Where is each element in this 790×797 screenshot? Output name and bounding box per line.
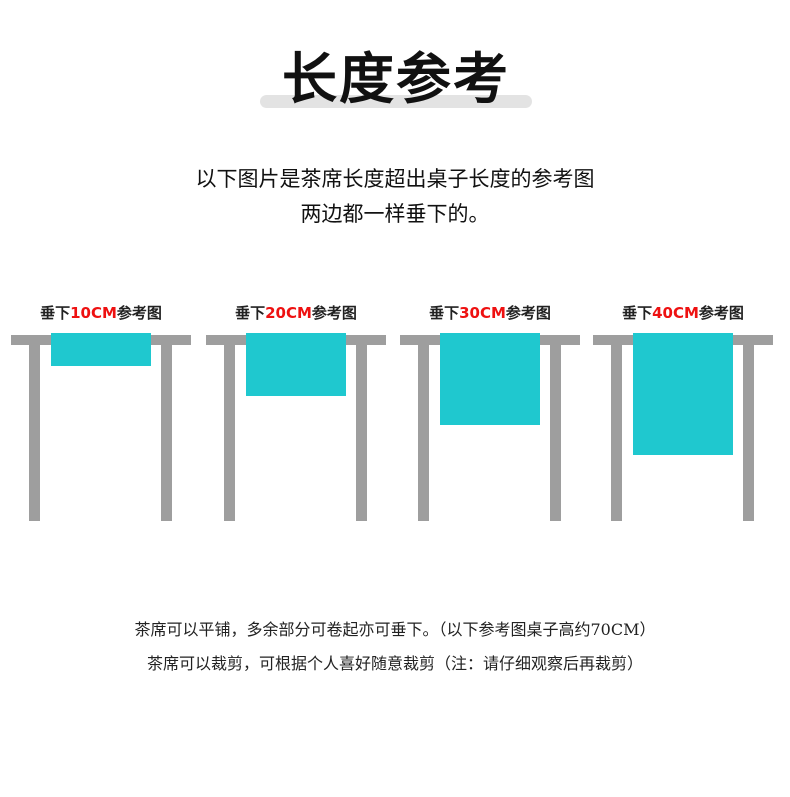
tea-mat-cloth [633,333,733,455]
table-leg-left [224,345,235,521]
title-underline-bar [260,95,532,108]
table-leg-right [743,345,754,521]
tea-mat-cloth [51,333,151,366]
page-title-text: 长度参考 [281,46,510,111]
label-suffix: 参考图 [505,304,551,322]
diagram-10cm: 垂下10CM参考图 [11,302,191,522]
label-suffix: 参考图 [698,304,744,322]
diagram-30cm: 垂下30CM参考图 [400,302,580,522]
tea-mat-cloth [246,333,346,396]
diagram-40cm: 垂下40CM参考图 [593,302,773,522]
label-prefix: 垂下 [622,304,653,322]
diagram-label: 垂下40CM参考图 [593,302,773,324]
diagram-label: 垂下10CM参考图 [11,302,191,324]
label-amount: 40CM [652,304,699,322]
label-suffix: 参考图 [311,304,357,322]
label-suffix: 参考图 [116,304,162,322]
page-title: 长度参考 [260,46,532,114]
label-amount: 10CM [70,304,117,322]
diagram-20cm: 垂下20CM参考图 [206,302,386,522]
tea-mat-cloth [440,333,540,425]
label-prefix: 垂下 [235,304,266,322]
label-amount: 20CM [265,304,312,322]
table-leg-left [29,345,40,521]
note-line-2: 茶席可以裁剪，可根据个人喜好随意裁剪（注：请仔细观察后再裁剪） [146,654,643,673]
label-prefix: 垂下 [40,304,71,322]
table-leg-left [418,345,429,521]
table-leg-right [161,345,172,521]
diagram-label: 垂下30CM参考图 [400,302,580,324]
table-leg-right [550,345,561,521]
label-amount: 30CM [459,304,506,322]
intro-text-line-2: 两边都一样垂下的。 [300,202,490,226]
table-leg-right [356,345,367,521]
intro-text-line-1: 以下图片是茶席长度超出桌子长度的参考图 [195,167,595,191]
table-leg-left [611,345,622,521]
diagram-label: 垂下20CM参考图 [206,302,386,324]
label-prefix: 垂下 [429,304,460,322]
note-line-1: 茶席可以平铺，多余部分可卷起亦可垂下。（以下参考图桌子高约70CM） [134,620,656,639]
